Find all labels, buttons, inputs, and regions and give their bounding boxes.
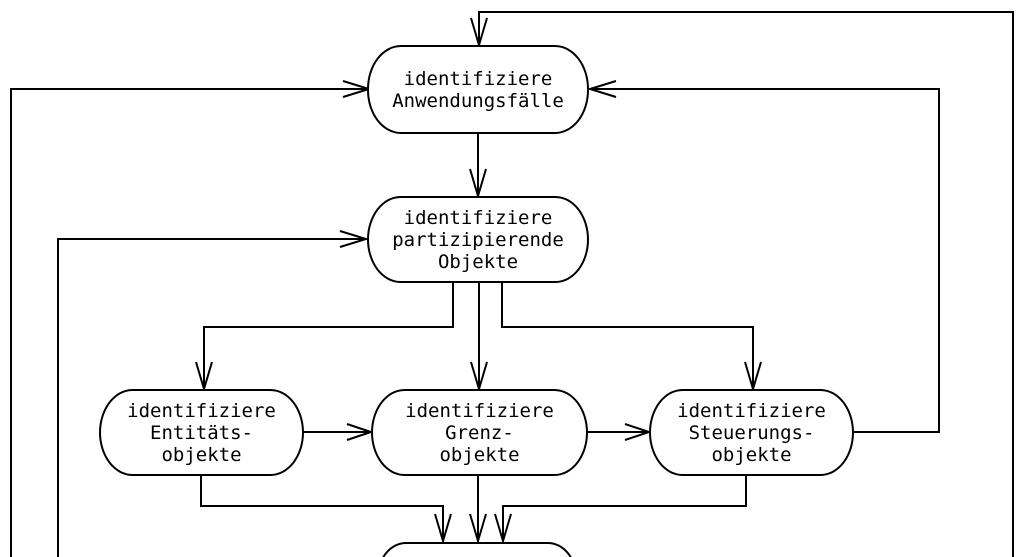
node-identifiziere-partizipierende-objekte: identifiziere partizipierende Objekte (367, 196, 589, 283)
arrowhead-into-bottom-node-right (494, 513, 512, 545)
node-label-entitaetsobjekte: identifiziere Entitäts- objekte (127, 399, 276, 466)
edge-steuerungs-to-bottom-node (502, 476, 747, 540)
edge-bottom-loop-to-anwendungsfaelle-top (478, 11, 1014, 557)
node-identifiziere-steuerungsobjekte: identifiziere Steuerungs- objekte (649, 389, 854, 476)
edge-left-inner-loop-to-partizipierende (57, 238, 365, 557)
edge-steuerungs-to-anwendungsfaelle-right (591, 88, 940, 433)
edge-entitaets-to-bottom-node (200, 476, 444, 540)
edge-left-outer-loop-to-anwendungsfaelle (10, 88, 368, 557)
node-label-anwendungsfaelle: identifiziere Anwendungsfälle (392, 67, 564, 112)
node-identifiziere-anwendungsfaelle: identifiziere Anwendungsfälle (367, 45, 589, 134)
node-identifiziere-grenzobjekte: identifiziere Grenz- objekte (371, 389, 588, 476)
node-label-grenzobjekte: identifiziere Grenz- objekte (405, 399, 554, 466)
arrowhead-into-bottom-node-left (434, 513, 452, 545)
arrowhead-into-partizipierende-left (339, 230, 370, 248)
node-identifiziere-entitaetsobjekte: identifiziere Entitäts- objekte (99, 389, 304, 476)
edge-partizipierende-to-entitaets (203, 282, 454, 388)
arrowhead-into-bottom-node-middle (469, 513, 487, 545)
node-label-partizipierende-objekte: identifiziere partizipierende Objekte (392, 206, 564, 273)
edge-partizipierende-to-steuerungs (501, 282, 754, 388)
arrowhead-into-anwendungsfaelle-right (586, 80, 617, 98)
node-label-steuerungsobjekte: identifiziere Steuerungs- objekte (677, 399, 826, 466)
node-bottom-partial (377, 542, 577, 557)
